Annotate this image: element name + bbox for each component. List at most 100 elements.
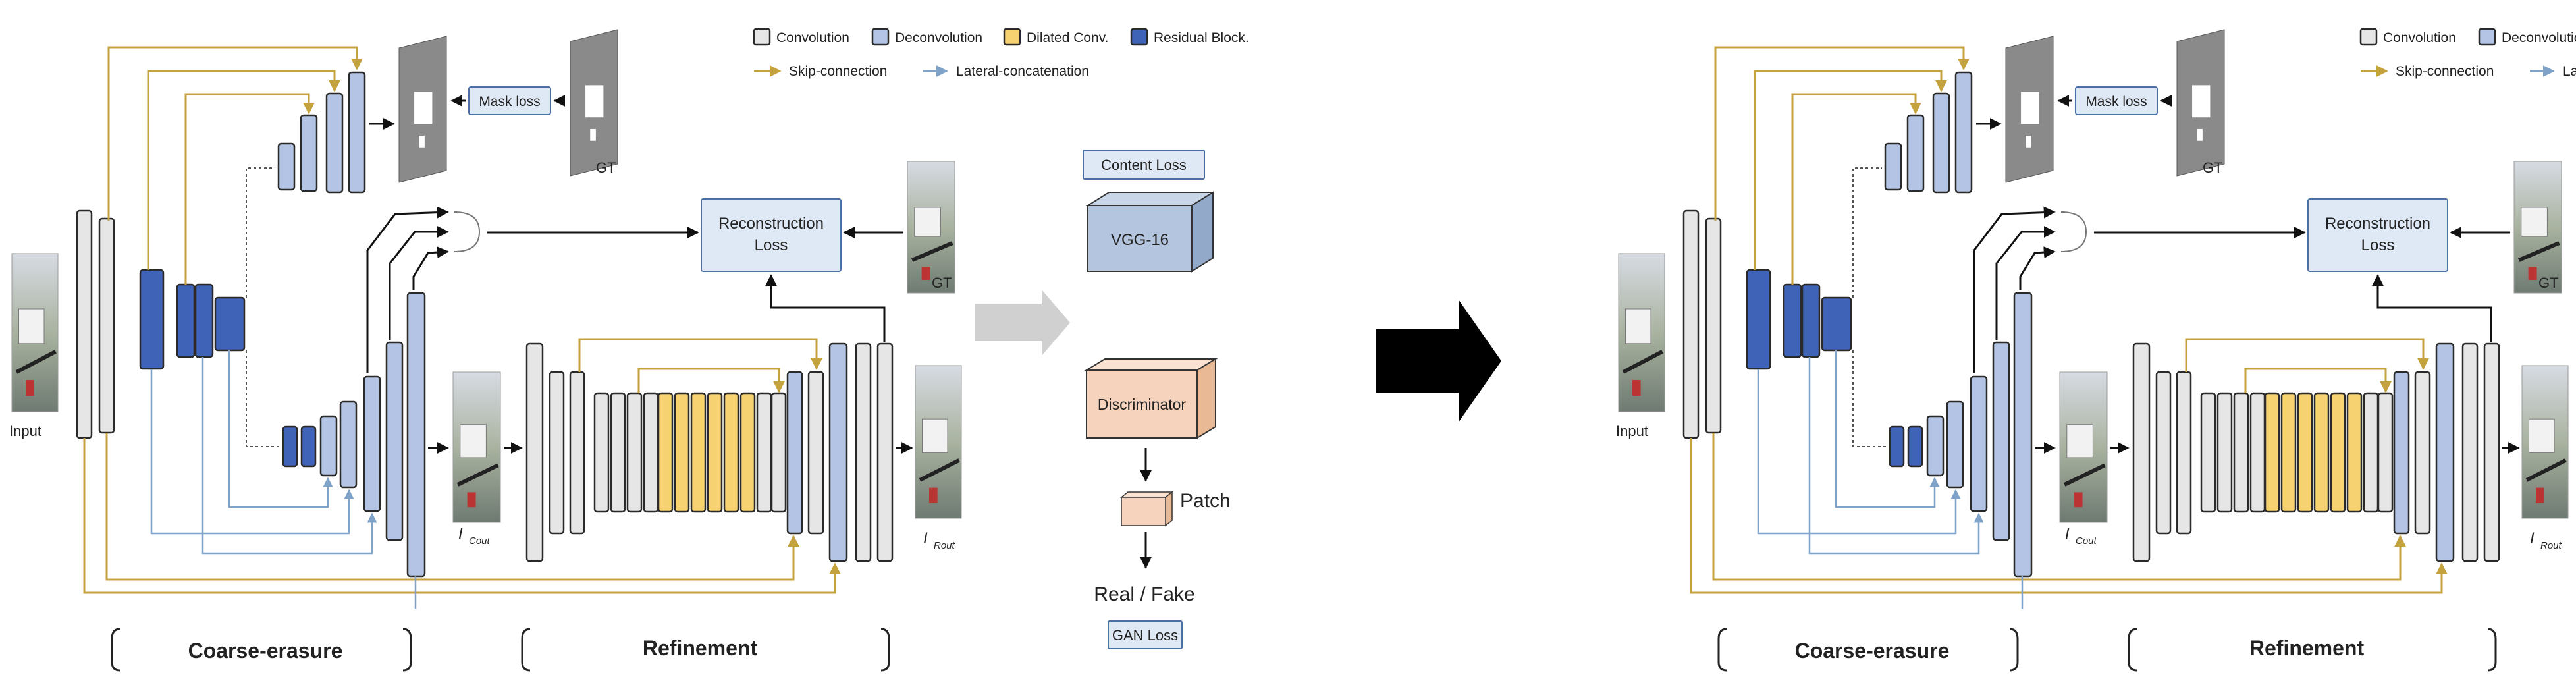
coarse-output-image: [2059, 371, 2108, 523]
photo-sign: [922, 418, 948, 453]
dec-deconv-2: [363, 375, 381, 512]
ref-conv-6: [876, 342, 894, 562]
i-cout-label: I: [2065, 525, 2070, 543]
refine-to-loss: [765, 274, 886, 342]
photo-bar: [1622, 350, 1663, 374]
recon-brace: [2060, 211, 2087, 252]
reconstruction-loss-box: [2307, 198, 2448, 272]
photo-red: [1632, 380, 1641, 396]
lateral-3: [228, 350, 333, 508]
ref-conv-3: [2176, 371, 2192, 535]
input-image: [11, 253, 59, 412]
gt-mask: [2176, 29, 2225, 177]
legend-swatch-1: [2478, 28, 2496, 46]
i-rout-sub: Rout: [2540, 540, 2562, 551]
legend-label-0: Convolution: [776, 30, 849, 45]
vgg-label: VGG-16: [1111, 231, 1169, 249]
ref-dilated-1: [674, 392, 690, 513]
ref-conv-4: [2414, 371, 2431, 535]
ref-dilated-3: [707, 392, 723, 513]
enc-residual-0: [139, 269, 165, 370]
refine-bracket-left: [2128, 628, 2137, 672]
i-cout-sub: Cout: [469, 535, 491, 547]
recon-in-2: [1995, 226, 2056, 340]
disc-front: [1086, 369, 1198, 439]
photo-bar: [456, 463, 499, 487]
recon-in-1: [366, 206, 449, 373]
ref-dilated-1: [2280, 392, 2297, 513]
photo-bar: [15, 350, 57, 374]
coarse-bracket-right: [402, 628, 412, 672]
lateral-1: [1757, 369, 1961, 535]
dec-deconv-3: [1992, 341, 2010, 541]
ref-deconv-2: [828, 342, 848, 562]
photo-sign: [1625, 308, 1651, 344]
ref-conv-post-1: [2377, 392, 2394, 513]
ref-dilated-4: [723, 392, 739, 513]
mask-blob-2: [2197, 128, 2203, 141]
recon-in-3: [2019, 246, 2056, 290]
dec-deconv-3: [385, 341, 404, 541]
refinement-label: Refinement: [643, 636, 758, 660]
disc-top: [1084, 358, 1218, 371]
photo-sign: [2529, 418, 2555, 453]
lateral-1: [150, 369, 354, 535]
refined-output-image: [2521, 365, 2569, 519]
photo-bar: [911, 241, 953, 262]
ref-conv-mid-1: [610, 392, 626, 513]
dec-deconv-4: [2013, 292, 2033, 578]
ref-conv-2: [2155, 371, 2172, 535]
skip-connections: [1690, 46, 2448, 594]
loss-panel: Content LossVGG-16DiscriminatorPatchReal…: [975, 150, 1231, 649]
coarse-bracket-left: [111, 628, 121, 672]
ref-conv-mid-1: [2216, 392, 2233, 513]
skip-top-3: [1791, 93, 1921, 285]
content-loss-label: Content Loss: [1101, 157, 1187, 173]
coarse-label: Coarse-erasure: [188, 639, 343, 663]
ref-conv-1: [525, 342, 544, 562]
mask-blob: [2192, 85, 2211, 118]
enc-residual-1: [176, 283, 196, 358]
enc-residual-0: [1746, 269, 1771, 370]
i-rout-label: I: [2530, 530, 2535, 547]
ref-dilated-5: [739, 392, 756, 513]
ref-conv-6: [2483, 342, 2500, 562]
mask-blob: [414, 92, 433, 124]
skip-connections: [83, 46, 841, 594]
discriminator-cube: Discriminator: [1084, 358, 1218, 439]
mask-deconv-0: [277, 142, 296, 191]
enc-conv-1: [76, 209, 93, 439]
section-brackets: Coarse-erasure Refinement: [111, 628, 890, 672]
mask-blob: [585, 85, 604, 118]
skip-top-3: [184, 93, 315, 285]
mask-blob-2: [590, 128, 596, 141]
gt-image: [2513, 161, 2562, 294]
mask-loss-label: Mask loss: [479, 94, 540, 109]
dec-residual-0: [1889, 425, 1905, 468]
photo-bar: [2518, 241, 2560, 262]
enc-residual-3: [214, 296, 246, 352]
reconstruction-loss-label-1: Reconstruction: [2325, 215, 2430, 232]
ref-dilated-3: [2313, 392, 2330, 513]
skip-bottom-2: [1712, 433, 2406, 581]
mask-deconv-1: [300, 114, 318, 192]
reconstruction-loss-label-1: Reconstruction: [718, 215, 824, 232]
dec-deconv-1: [339, 400, 358, 489]
mask-blob-2: [2026, 135, 2031, 148]
lateral-connections: [1757, 350, 2024, 609]
coarse-bracket-right: [2009, 628, 2019, 672]
recon-in-2: [389, 226, 449, 340]
ref-conv-post-1: [770, 392, 787, 513]
photo-sign: [2066, 424, 2093, 458]
photo-sign: [2521, 207, 2548, 237]
ref-dilated-0: [2264, 392, 2280, 513]
ref-skip-outer: [578, 338, 822, 372]
dec-deconv-4: [406, 292, 426, 578]
